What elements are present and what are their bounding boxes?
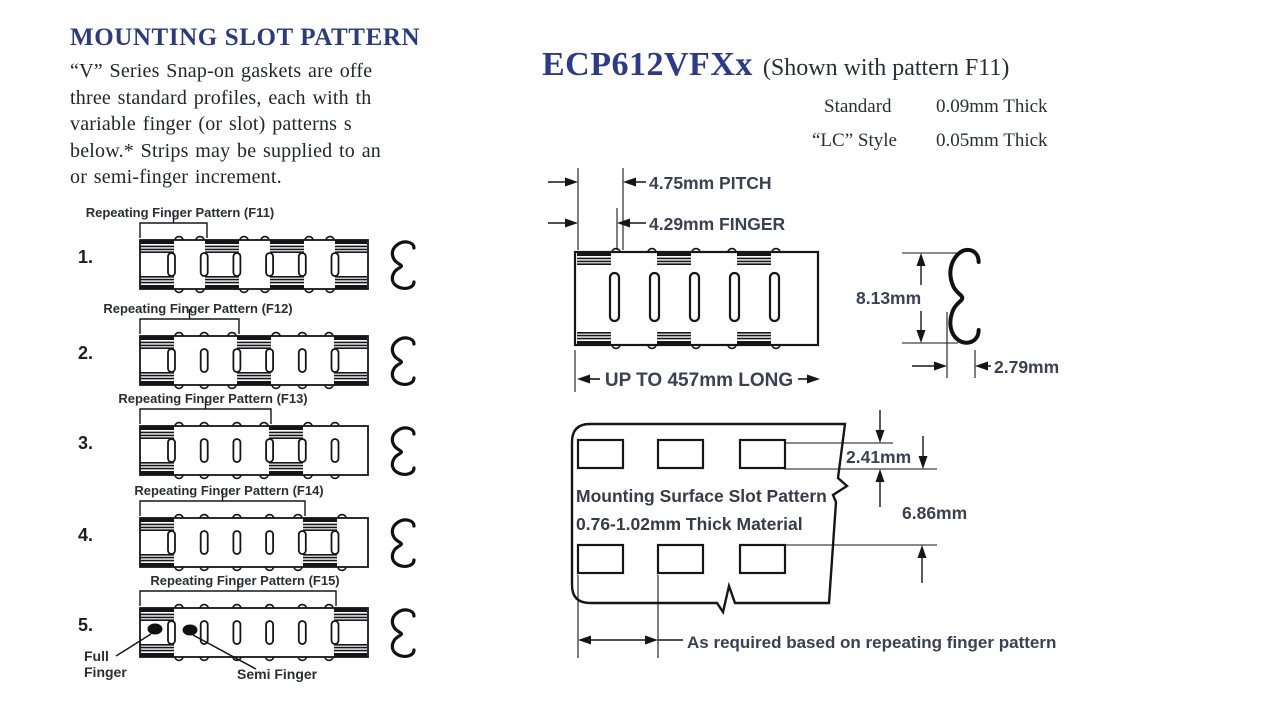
finger-patterns-linework [115, 213, 416, 670]
pattern-number-4: 4. [78, 525, 93, 545]
finger-dimension-label: 4.29mm FINGER [649, 214, 786, 234]
product-title-row: ECP612VFXx (Shown with pattern F11) [542, 46, 1009, 84]
pattern-number-1: 1. [78, 247, 93, 267]
spec-standard-value: 0.09mm Thick [936, 96, 1048, 117]
pitch-dimension-label: 4.75mm PITCH [649, 173, 772, 193]
plate-text-line2: 0.76-1.02mm Thick Material [576, 514, 803, 534]
pattern-label-f15: Repeating Finger Pattern (F15) [150, 573, 339, 588]
paragraph-line: variable finger (or slot) patterns s [70, 113, 352, 135]
profile-depth-label: 2.79mm [994, 357, 1059, 377]
pattern-label-f12: Repeating Finger Pattern (F12) [103, 301, 292, 316]
product-title: ECP612VFXx [542, 46, 753, 83]
paragraph-line: “V” Series Snap-on gaskets are offe [70, 60, 373, 82]
pattern-label-f11: Repeating Finger Pattern (F11) [86, 205, 275, 220]
paragraph-line: or semi-finger increment. [70, 166, 282, 188]
product-title-note: (Shown with pattern F11) [762, 55, 1010, 81]
semi-finger-label: Semi Finger [237, 666, 318, 682]
pattern-number-2: 2. [78, 343, 93, 363]
length-dimension-label: UP TO 457mm LONG [605, 370, 793, 391]
full-finger-label-line2: Finger [84, 664, 127, 680]
intro-paragraph: “V” Series Snap-on gaskets are offe thre… [70, 58, 438, 191]
pattern-number-5: 5. [78, 615, 93, 635]
paragraph-line: below.* Strips may be supplied to an [70, 139, 381, 162]
pattern-label-f14: Repeating Finger Pattern (F14) [134, 483, 323, 498]
paragraph-line: three standard profiles, each with th [70, 86, 372, 109]
ecp-drawing-figure: 4.75mm PITCH 4.29mm FINGER UP TO 457mm L… [548, 168, 1059, 658]
plate-text-line1: Mounting Surface Slot Pattern [576, 486, 827, 506]
profile-height-label: 8.13mm [856, 288, 921, 308]
slot-spacing-note: As required based on repeating finger pa… [687, 633, 1056, 652]
finger-patterns-figure: Repeating Finger Pattern (F11) Repeating… [78, 205, 416, 682]
slot-height-label: 2.41mm [846, 447, 911, 467]
pattern-label-f13: Repeating Finger Pattern (F13) [118, 391, 307, 406]
section-heading: MOUNTING SLOT PATTERN [70, 24, 421, 51]
full-finger-label-line1: Full [84, 648, 109, 664]
ecp-drawing-linework [548, 168, 991, 658]
row-spacing-label: 6.86mm [902, 503, 967, 523]
pattern-number-3: 3. [78, 433, 93, 453]
spec-lc-value: 0.05mm Thick [936, 130, 1048, 151]
spec-lc-label: “LC” Style [812, 130, 897, 151]
spec-standard-label: Standard [824, 96, 892, 117]
